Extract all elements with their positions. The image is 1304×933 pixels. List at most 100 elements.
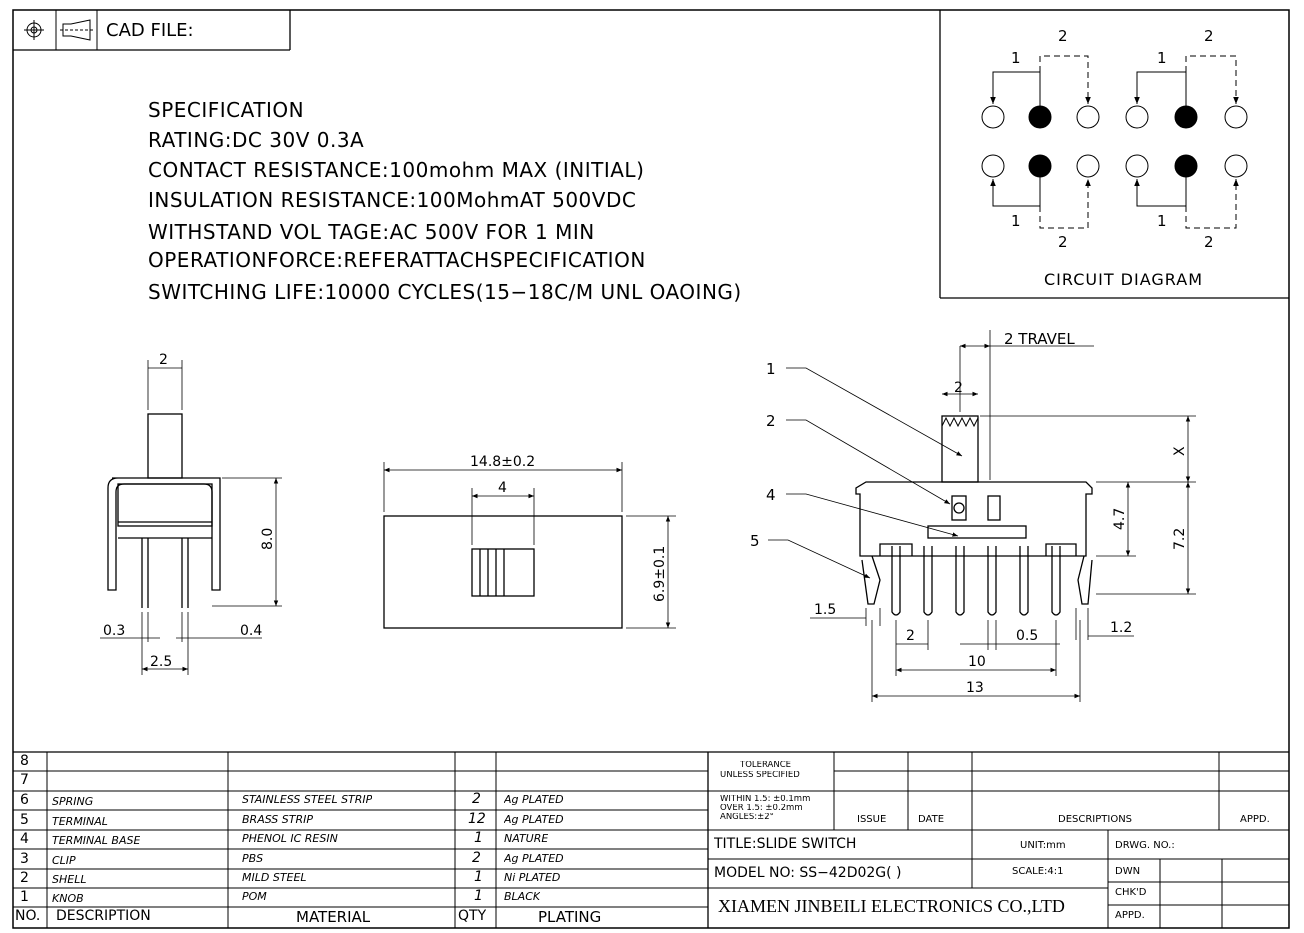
- drawn-by-label: DWN: [1115, 866, 1141, 877]
- model-number: MODEL NO: SS−42D02G( ): [714, 865, 902, 881]
- bom-table-grid: [13, 751, 709, 928]
- bom-row-material: PBS: [242, 852, 264, 865]
- bom-row-plating: NATURE: [504, 832, 549, 845]
- spec-rating: RATING:DC 30V 0.3A: [148, 128, 365, 152]
- bom-row-description: CLIP: [52, 854, 76, 867]
- dim-right-thk: 0.4: [240, 623, 262, 639]
- dim-left-off: 1.5: [814, 602, 836, 618]
- bom-row-material: BRASS STRIP: [242, 813, 314, 826]
- callout-4: 4: [766, 486, 776, 504]
- dim-x: X: [1172, 446, 1188, 456]
- bom-row-qty: 2: [472, 850, 481, 866]
- bom-row-no: 8: [20, 753, 29, 769]
- cad-file-label: CAD FILE:: [106, 20, 194, 41]
- dim-h1: 4.7: [1112, 508, 1128, 530]
- tolerance-unless-label: UNLESS SPECIFIED: [720, 771, 800, 780]
- tolerance-label: TOLERANCE: [740, 761, 792, 770]
- bom-row-description: KNOB: [52, 892, 84, 905]
- company-name: XIAMEN JINBEILI ELECTRONICS CO.,LTD: [718, 896, 1065, 916]
- bom-row-qty: 12: [468, 811, 486, 827]
- spec-operation-force: OPERATIONFORCE:REFERATTACHSPECIFICATION: [148, 248, 646, 272]
- dim-pin-pitch: 2.5: [150, 654, 172, 670]
- side-view: [100, 360, 282, 675]
- dim-pin-width: 0.5: [1016, 628, 1038, 644]
- circuit-title: CIRCUIT DIAGRAM: [1044, 270, 1203, 289]
- bom-row-no: 2: [20, 870, 29, 886]
- bom-header-no: NO.: [15, 908, 41, 924]
- circuit-label-1: 1: [1011, 212, 1021, 230]
- bom-row-no: 7: [20, 772, 29, 788]
- circuit-label-2: 2: [1058, 27, 1068, 45]
- bom-row-plating: BLACK: [504, 890, 541, 903]
- bom-row-description: SPRING: [52, 795, 94, 808]
- approved-by-label: APPD.: [1115, 910, 1145, 921]
- callout-2: 2: [766, 412, 776, 430]
- bom-header-qty: QTY: [458, 908, 487, 924]
- dim-width: 6.9±0.1: [652, 546, 668, 602]
- dim-top-width: 2: [159, 352, 168, 368]
- spec-withstand-voltage: WITHSTAND VOL TAGE:AC 500V FOR 1 MIN: [148, 220, 595, 244]
- issue-header: ISSUE: [857, 814, 887, 825]
- dim-pitch: 2: [906, 628, 915, 644]
- unit-label: UNIT:mm: [1020, 840, 1066, 851]
- dim-h2: 7.2: [1172, 528, 1188, 550]
- drawing-number-label: DRWG. NO.:: [1115, 840, 1175, 851]
- tolerance-within: WITHIN 1.5: ±0.1mm: [720, 795, 811, 804]
- drawing-border: [12, 9, 1290, 929]
- dim-span-13: 13: [966, 680, 984, 696]
- bom-row-plating: Ag PLATED: [504, 813, 564, 826]
- bom-row-description: TERMINAL BASE: [52, 834, 141, 847]
- circuit-label-2: 2: [1204, 233, 1214, 251]
- dim-actuator: 2: [954, 380, 963, 396]
- spec-insulation-resistance: INSULATION RESISTANCE:100MohmAT 500VDC: [148, 188, 637, 212]
- bom-row-plating: Ag PLATED: [504, 852, 564, 865]
- front-view: [768, 330, 1196, 702]
- tolerance-angles: ANGLES:±2°: [720, 813, 774, 822]
- dim-span-10: 10: [968, 654, 986, 670]
- dim-knob: 4: [498, 480, 507, 496]
- title-block-grid: [708, 751, 1289, 928]
- circuit-label-2: 2: [1204, 27, 1214, 45]
- circuit-label-1: 1: [1157, 49, 1167, 67]
- bom-row-plating: Ni PLATED: [504, 871, 561, 884]
- dim-length: 14.8±0.2: [470, 454, 535, 470]
- circuit-diagram: 1 2 1 2 1 2 1 2 CIRCUIT DIAGRAM: [939, 10, 1289, 299]
- bom-row-no: 1: [20, 889, 29, 905]
- callout-1: 1: [766, 360, 776, 378]
- bom-row-no: 3: [20, 851, 29, 867]
- projection-circle-icon: [24, 20, 44, 40]
- bom-row-material: PHENOL IC RESIN: [242, 832, 338, 845]
- circuit-label-1: 1: [1157, 212, 1167, 230]
- dim-right-off: 1.2: [1110, 620, 1132, 636]
- bom-row-no: 4: [20, 831, 29, 847]
- scale-label: SCALE:4:1: [1012, 866, 1064, 877]
- appd-header: APPD.: [1240, 814, 1270, 825]
- bom-row-description: TERMINAL: [52, 815, 108, 828]
- descriptions-header: DESCRIPTIONS: [1058, 814, 1133, 825]
- spec-switching-life: SWITCHING LIFE:10000 CYCLES(15−18C/M UNL…: [148, 280, 742, 304]
- dim-height: 8.0: [260, 528, 276, 550]
- tolerance-over: OVER 1.5: ±0.2mm: [720, 804, 803, 813]
- bom-header-material: MATERIAL: [296, 908, 371, 926]
- circuit-label-1: 1: [1011, 49, 1021, 67]
- circuit-label-2: 2: [1058, 233, 1068, 251]
- bom-row-plating: Ag PLATED: [504, 793, 564, 806]
- date-header: DATE: [918, 814, 945, 825]
- callout-5: 5: [750, 532, 760, 550]
- cad-file-box: [13, 10, 291, 51]
- bom-header-plating: PLATING: [538, 908, 602, 926]
- spec-title: SPECIFICATION: [148, 98, 305, 122]
- bom-row-no: 5: [20, 812, 29, 828]
- spec-contact-resistance: CONTACT RESISTANCE:100mohm MAX (INITIAL): [148, 158, 645, 182]
- top-view: [383, 462, 676, 629]
- drawing-title: TITLE:SLIDE SWITCH: [714, 836, 857, 852]
- bom-row-qty: 1: [474, 888, 483, 904]
- bom-row-material: STAINLESS STEEL STRIP: [242, 793, 373, 806]
- bom-row-material: MILD STEEL: [242, 871, 307, 884]
- bom-row-no: 6: [20, 792, 29, 808]
- bom-row-qty: 1: [474, 869, 483, 885]
- bom-row-qty: 1: [474, 830, 483, 846]
- dim-travel: 2 TRAVEL: [1004, 330, 1075, 348]
- checked-by-label: CHK'D: [1115, 887, 1147, 898]
